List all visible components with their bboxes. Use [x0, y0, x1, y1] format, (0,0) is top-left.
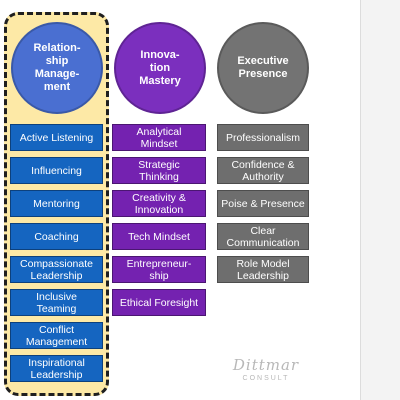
- skill-box: Inspirational Leadership: [10, 355, 103, 382]
- logo-tagline: CONSULT: [242, 375, 290, 382]
- heading-circle-relationship-management: Relation- ship Manage- ment: [11, 22, 103, 114]
- skill-box: Strategic Thinking: [112, 157, 206, 184]
- logo-wordmark: Dittmar: [232, 356, 300, 374]
- skill-box: Clear Communication: [217, 223, 309, 250]
- skill-box: Active Listening: [10, 124, 103, 151]
- skill-box: Coaching: [10, 223, 103, 250]
- heading-circle-innovation-mastery: Innova- tion Mastery: [114, 22, 206, 114]
- skill-box: Confidence & Authority: [217, 157, 309, 184]
- skill-box: Role Model Leadership: [217, 256, 309, 283]
- skill-box: Ethical Foresight: [112, 289, 206, 316]
- right-margin-panel: [360, 0, 400, 400]
- dittmar-consult-logo: Dittmar CONSULT: [222, 356, 310, 382]
- skill-box: Analytical Mindset: [112, 124, 206, 151]
- skill-box: Entrepreneur- ship: [112, 256, 206, 283]
- skill-box: Compassionate Leadership: [10, 256, 103, 283]
- skill-box: Professionalism: [217, 124, 309, 151]
- skill-box: Influencing: [10, 157, 103, 184]
- skill-box: Tech Mindset: [112, 223, 206, 250]
- heading-circle-executive-presence: Executive Presence: [217, 22, 309, 114]
- skill-box: Creativity & Innovation: [112, 190, 206, 217]
- skill-box: Inclusive Teaming: [10, 289, 103, 316]
- skill-box: Conflict Management: [10, 322, 103, 349]
- skill-box: Mentoring: [10, 190, 103, 217]
- skill-box: Poise & Presence: [217, 190, 309, 217]
